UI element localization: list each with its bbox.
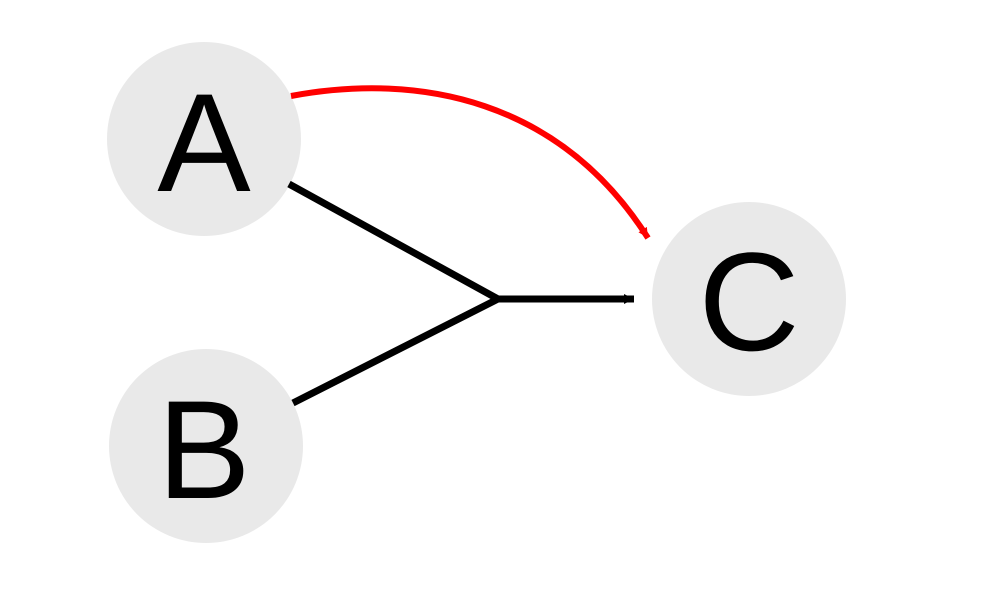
edge-ab-to-c [287,180,634,407]
node-b-label: B [157,371,250,528]
node-a-label: A [157,64,251,221]
node-b-circle [109,349,303,543]
edge-a-to-c-highlight [290,85,651,240]
node-c: C [652,202,846,396]
node-a-circle [107,42,301,236]
edge-b-to-junction [291,295,500,407]
node-b: B [109,349,303,543]
edge-a-to-junction [287,180,500,303]
node-c-circle [652,202,846,396]
node-a: A [107,42,301,236]
node-c-label: C [698,223,799,380]
